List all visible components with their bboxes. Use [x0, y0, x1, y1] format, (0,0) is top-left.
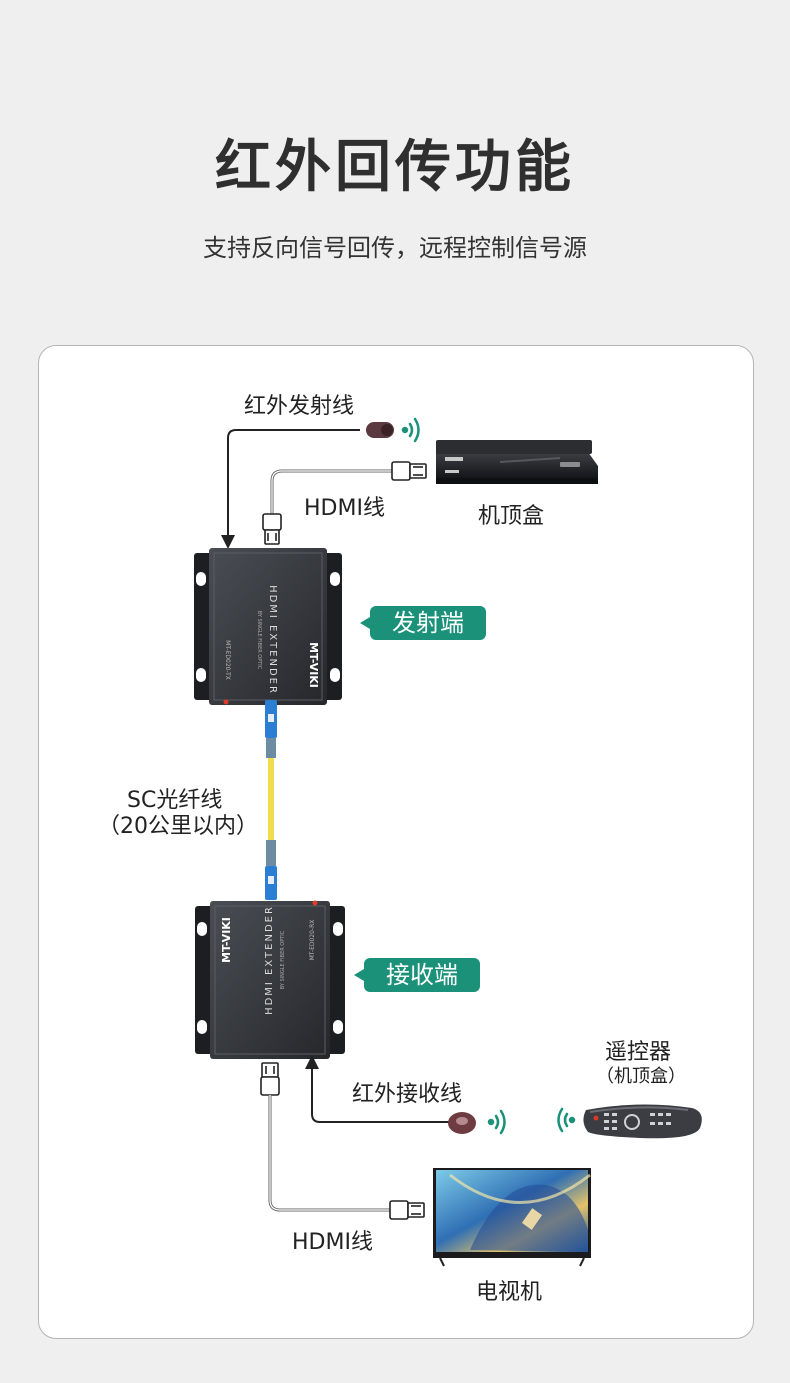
transmitter-brand-text: MT-VIKI	[307, 642, 320, 688]
remote-control-icon	[583, 1104, 701, 1138]
tv-icon	[433, 1168, 591, 1266]
receiver-model-text: MT-ED020-RX	[309, 920, 316, 961]
signal-waves-icon	[489, 1111, 505, 1133]
ir-emitter-cable-label: 红外发射线	[244, 388, 354, 420]
fiber-distance-label: （20公里以内）	[98, 808, 258, 840]
ir-receiver-cable-label: 红外接收线	[352, 1076, 462, 1108]
hdmi-cable-top-label: HDMI线	[304, 490, 385, 522]
transmitter-product-sub-text: BY SINGLE FIBER OPTIC	[256, 611, 262, 670]
transmitter-tag: 发射端	[370, 606, 486, 640]
receiver-product-sub-text: BY SINGLE FIBER OPTIC	[280, 930, 286, 989]
hdmi-plug-icon	[263, 514, 281, 544]
ir-emitter-head-icon	[366, 422, 394, 438]
ir-receiver-head-icon	[448, 1112, 476, 1134]
transmitter-product-text: HDMI EXTENDER	[267, 585, 278, 695]
hdmi-plug-icon	[261, 1063, 279, 1095]
hdmi-plug-icon	[390, 1201, 424, 1219]
set-top-box-icon	[436, 440, 598, 484]
remote-control-sub-label: （机顶盒）	[596, 1062, 686, 1088]
receiver-product-text: HDMI EXTENDER	[264, 905, 275, 1015]
hdmi-cable-bottom-line	[270, 1095, 390, 1210]
receiver-brand-text: MT-VIKI	[220, 917, 233, 963]
transmitter-model-text: MT-ED020-TX	[224, 640, 231, 680]
signal-waves-icon	[403, 419, 419, 441]
set-top-box-label: 机顶盒	[478, 498, 544, 530]
tv-label: 电视机	[476, 1274, 542, 1306]
receiver-tag: 接收端	[364, 958, 480, 992]
signal-waves-icon	[559, 1109, 575, 1131]
hdmi-cable-bottom-label: HDMI线	[292, 1224, 373, 1256]
ir-emitter-cable-line	[228, 430, 360, 542]
hdmi-plug-icon	[392, 462, 426, 480]
